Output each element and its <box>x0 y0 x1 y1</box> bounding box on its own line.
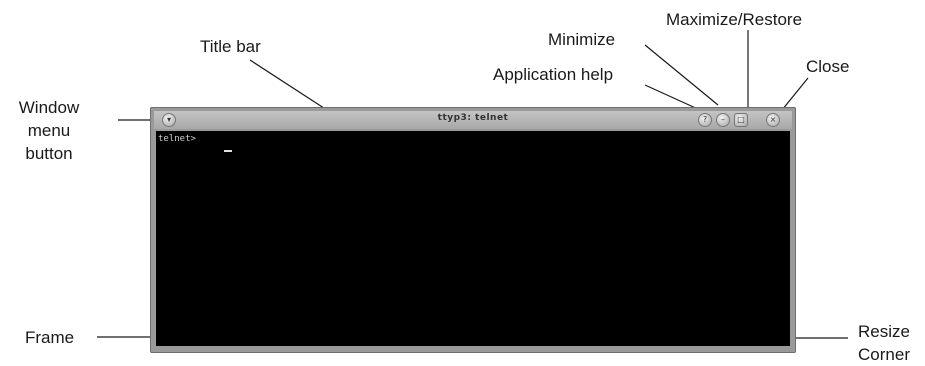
help-icon[interactable]: ? <box>698 113 712 127</box>
label-window-menu-line-3: button <box>25 144 73 163</box>
terminal-area[interactable]: telnet> <box>156 131 790 346</box>
label-maximize-restore: Maximize/Restore <box>666 10 803 29</box>
label-resize-line-2: Corner <box>858 345 910 364</box>
close-icon[interactable]: × <box>766 113 780 127</box>
terminal-window: ▾ ttyp3: telnet ? – □ × telnet> <box>150 107 796 353</box>
label-close: Close <box>806 57 850 76</box>
label-frame: Frame <box>25 328 75 347</box>
title-bar[interactable]: ▾ ttyp3: telnet ? – □ × <box>154 111 792 129</box>
leader-title-bar <box>249 59 331 113</box>
terminal-cursor <box>224 150 232 152</box>
label-resize-line-1: Resize <box>858 322 910 341</box>
label-title-bar: Title bar <box>200 37 261 56</box>
label-window-menu-line-2: menu <box>27 121 71 140</box>
minimize-icon[interactable]: – <box>716 113 730 127</box>
label-minimize: Minimize <box>548 30 616 49</box>
label-window-menu-line-1: Window <box>18 98 80 117</box>
window-title: ttyp3: telnet <box>437 113 509 123</box>
label-application-help: Application help <box>493 65 614 84</box>
terminal-prompt: telnet> <box>158 134 196 144</box>
leader-minimize <box>644 44 719 106</box>
window-menu-icon[interactable]: ▾ <box>162 113 176 127</box>
leader-close <box>781 77 809 111</box>
resize-corner[interactable] <box>786 343 796 353</box>
label-window-menu-button: Window menu button <box>6 96 92 165</box>
maximize-icon[interactable]: □ <box>734 113 748 127</box>
label-resize-corner: Resize Corner <box>850 320 918 366</box>
